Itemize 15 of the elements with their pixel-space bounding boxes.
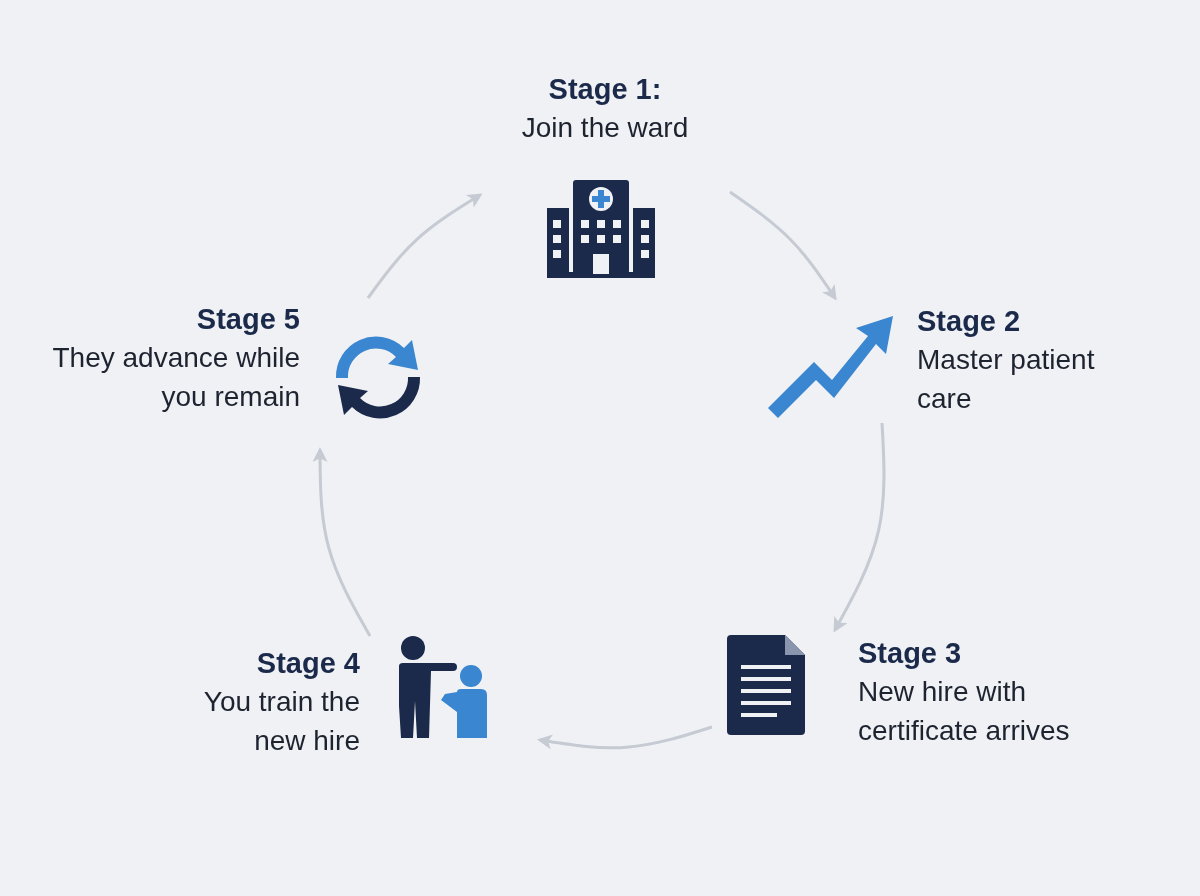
cycle-arrow: [366, 193, 483, 299]
stage-heading: Stage 2: [917, 304, 1022, 339]
stage-description: Master patient care: [917, 343, 1096, 416]
stage-heading: Stage 3: [858, 636, 963, 671]
cycle-arrow: [833, 422, 886, 633]
stage-description: New hire with certificate arrives: [858, 675, 1071, 748]
stage-heading: Stage 1:: [547, 72, 663, 107]
cycle-arrow: [537, 725, 713, 750]
cycle-arrow: [312, 447, 372, 637]
cycle-arrow: [729, 190, 837, 301]
stage-description: They advance while you remain: [51, 341, 300, 414]
stage-description: You train the new hire: [202, 685, 360, 758]
stage-heading: Stage 4: [255, 646, 360, 681]
stage-description: Join the ward: [520, 111, 690, 145]
stage-heading: Stage 5: [195, 302, 300, 337]
